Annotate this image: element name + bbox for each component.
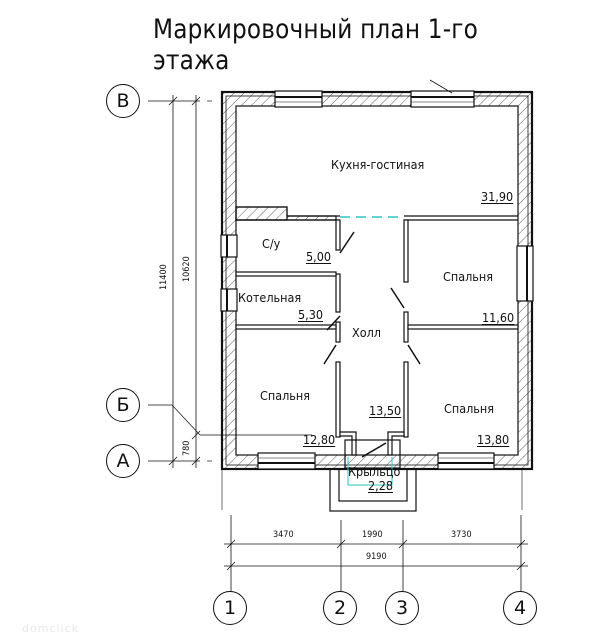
dimension-11400: 11400 (159, 264, 169, 290)
dimension-10620: 10620 (182, 256, 192, 282)
axis-marker-a: А (106, 444, 140, 478)
room-kitchen-living-area: 31,90 (481, 189, 514, 204)
axis-marker-4: 4 (503, 591, 537, 625)
plan-title: Маркировочный план 1-го этажа (153, 14, 478, 76)
dimension-1990: 1990 (362, 530, 383, 540)
interior-walls (235, 206, 519, 469)
room-bedroom-3-area: 13,80 (477, 432, 510, 447)
room-bedroom-1-area: 11,60 (482, 310, 515, 325)
axis-marker-b: Б (106, 388, 140, 422)
room-boiler-name: Котельная (238, 290, 302, 305)
room-porch-area: 2,28 (368, 478, 394, 493)
axis-marker-1: 1 (213, 591, 247, 625)
room-bedroom-2-area: 12,80 (303, 432, 336, 447)
room-hall-name: Холл (352, 325, 381, 340)
dimension-3470: 3470 (273, 530, 294, 540)
room-boiler-area: 5,30 (298, 307, 324, 322)
windows (220, 90, 534, 470)
room-porch-name: Крыльцо (348, 464, 401, 479)
room-kitchen-living-name: Кухня-гостиная (331, 157, 425, 172)
accent-markers (340, 216, 404, 486)
room-bathroom-area: 5,00 (306, 249, 332, 264)
axis-marker-3: 3 (385, 591, 419, 625)
room-bedroom-1-name: Спальня (443, 269, 494, 284)
doors (323, 231, 421, 458)
axis-marker-v: В (106, 84, 140, 118)
watermark: domclick (22, 622, 80, 635)
room-bedroom-3-name: Спальня (444, 401, 495, 416)
room-hall-area: 13,50 (369, 403, 402, 418)
axis-marker-2: 2 (323, 591, 357, 625)
room-bathroom-name: С/у (262, 236, 281, 251)
room-bedroom-2-name: Спальня (260, 388, 311, 403)
dimension-9190: 9190 (366, 552, 387, 562)
dimension-3730: 3730 (451, 530, 472, 540)
dimension-780: 780 (182, 440, 192, 456)
